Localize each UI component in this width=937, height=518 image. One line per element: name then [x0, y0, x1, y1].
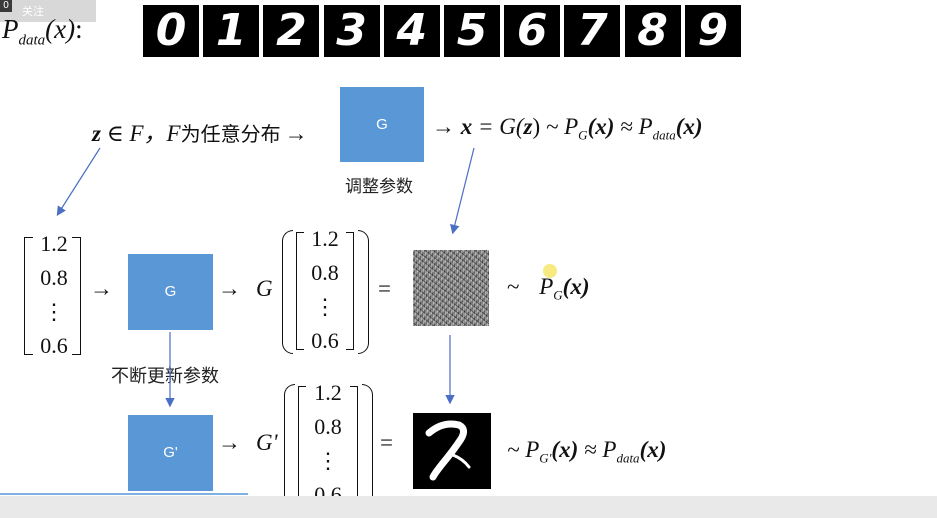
arrow-z-to-vector — [56, 147, 101, 217]
subscript-g: G — [578, 127, 588, 143]
vector-entry: 1.2 — [314, 380, 342, 405]
digit-tile: 7 — [564, 5, 621, 57]
row3-rhs-formula: ~ PG'(x) ≈ Pdata(x) — [507, 437, 666, 467]
vector-entry: ⋮ — [43, 299, 65, 324]
pdata-label: Pdata(x): — [2, 14, 83, 49]
vector-entry: 1.2 — [40, 231, 68, 256]
arrow-x-to-noise — [450, 147, 475, 235]
cursor-highlight — [543, 264, 557, 278]
count-badge: 0 — [0, 0, 12, 12]
vector-entry: ⋮ — [317, 448, 339, 473]
g-prime-function: G' — [256, 430, 278, 455]
row1-rhs-formula: → x = G(z) ~ PG(x) ≈ Pdata(x) — [432, 114, 703, 144]
left-bracket — [24, 237, 33, 355]
latent-vector: 1.2 0.8 ⋮ 0.6 — [30, 227, 78, 363]
x-argument: (x) — [551, 437, 579, 462]
p-argument: (x) — [45, 14, 76, 44]
any-distribution-text: 为任意分布 — [180, 122, 281, 146]
x-argument: (x) — [587, 114, 615, 139]
adjust-params-caption: 调整参数 — [345, 177, 413, 197]
in-f: ∈ F， — [100, 121, 167, 146]
p-symbol: P — [2, 14, 19, 44]
row2-rhs-formula: ~ PG(x) — [507, 274, 589, 304]
g-function: G — [256, 276, 273, 301]
vector-entry: 0.8 — [40, 265, 68, 290]
sim: ~ — [507, 274, 520, 299]
arrow: → — [284, 121, 308, 146]
digit-tile: 2 — [263, 5, 320, 57]
equals-sign: = — [380, 430, 393, 455]
equals-g: = G( — [472, 114, 524, 139]
arrow: → — [432, 114, 455, 139]
digit-tile: 5 — [444, 5, 500, 57]
sim-p: ~ P — [507, 437, 540, 462]
g-input-vector: 1.2 0.8 ⋮ 0.6 — [300, 222, 350, 358]
vector-entry: 0.6 — [311, 328, 339, 353]
equals-sign: = — [378, 276, 391, 301]
digit-tile: 4 — [383, 5, 440, 57]
digit-tile: 8 — [624, 5, 681, 57]
p-symbol: P — [539, 274, 554, 299]
vector-entry: 1.2 — [311, 226, 339, 251]
row1-lhs-formula: z ∈ F，F为任意分布→ — [92, 114, 308, 148]
paren: ) — [532, 114, 541, 139]
digit-tile: 6 — [504, 5, 561, 57]
vector-entry: 0.8 — [314, 414, 342, 439]
x-argument: (x) — [639, 437, 667, 462]
progress-line — [0, 493, 248, 495]
z-symbol: z — [523, 114, 533, 139]
follow-button[interactable]: 关注 — [22, 6, 44, 18]
left-bracket — [296, 232, 304, 350]
arrow: → — [218, 430, 241, 455]
digit-tile: 3 — [323, 5, 380, 57]
subscript-data: data — [652, 127, 676, 143]
arrow: → — [218, 276, 241, 301]
right-bracket — [72, 237, 81, 355]
generated-digit-image — [413, 413, 491, 489]
digit-tile: 9 — [684, 5, 741, 57]
digit-tile: 0 — [143, 5, 199, 57]
generator-box-g: G — [340, 87, 424, 162]
x-argument: (x) — [562, 274, 590, 299]
vector-entry: 0.6 — [40, 333, 68, 358]
subscript-g-prime: G' — [539, 450, 552, 466]
arrow: → — [90, 276, 113, 301]
sim-p: ~ P — [540, 114, 579, 139]
video-overlay: 0 关注 — [0, 0, 96, 22]
bottom-bar — [0, 496, 937, 518]
p-subscript: data — [18, 32, 46, 49]
vector-entry: 0.8 — [311, 260, 339, 285]
noise-image — [413, 250, 489, 326]
approx-p: ≈ P — [614, 114, 653, 139]
generator-box-g-2: G — [128, 254, 213, 330]
x-argument: (x) — [675, 114, 703, 139]
right-bracket — [346, 232, 354, 350]
subscript-g: G — [553, 287, 563, 303]
approx-p: ≈ P — [578, 437, 617, 462]
digit-tile: 1 — [203, 5, 260, 57]
f-symbol: F — [166, 121, 181, 146]
update-params-caption: 不断更新参数 — [111, 366, 219, 387]
generator-box-g-prime: G' — [128, 415, 213, 491]
colon: : — [75, 14, 83, 44]
z-symbol: z — [92, 121, 101, 146]
subscript-data: data — [616, 450, 640, 466]
vector-entry: ⋮ — [314, 294, 336, 319]
x-symbol: x — [460, 114, 473, 139]
